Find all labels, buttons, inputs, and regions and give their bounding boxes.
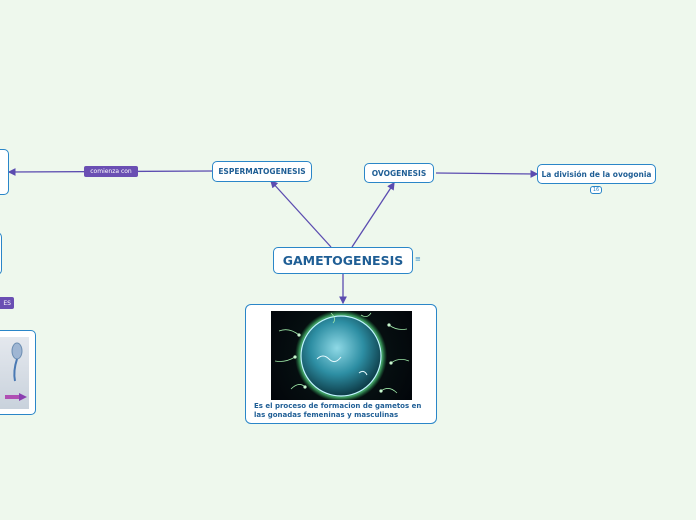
cutoff-node-2[interactable] — [0, 232, 2, 275]
connector-main-esp — [270, 180, 332, 248]
notes-icon[interactable]: ≡ — [415, 255, 421, 263]
tag-es[interactable]: ES — [0, 297, 14, 309]
cutoff-image-node[interactable] — [0, 330, 36, 415]
division-count-badge[interactable]: 16 — [590, 186, 602, 194]
gametogenesis-central-node[interactable]: GAMETOGENESIS — [273, 247, 413, 274]
division-ovogonia-node[interactable]: La división de la ovogonia — [537, 164, 656, 184]
sperm-thumbnail-image — [0, 337, 29, 409]
ovogenesis-node[interactable]: OVOGENESIS — [364, 163, 434, 183]
comienza-con-label[interactable]: comienza con — [84, 166, 138, 177]
connector-main-ovo — [351, 181, 395, 248]
gamete-image-node[interactable]: Es el proceso de formacion de gametos en… — [245, 304, 437, 424]
cutoff-node-1[interactable] — [0, 149, 9, 195]
gametogenesis-definition: Es el proceso de formacion de gametos en… — [254, 402, 422, 419]
espermatogenesis-node[interactable]: ESPERMATOGENESIS — [212, 161, 312, 182]
egg-sperm-photo — [271, 311, 412, 400]
connector-ovo-division — [435, 170, 539, 178]
